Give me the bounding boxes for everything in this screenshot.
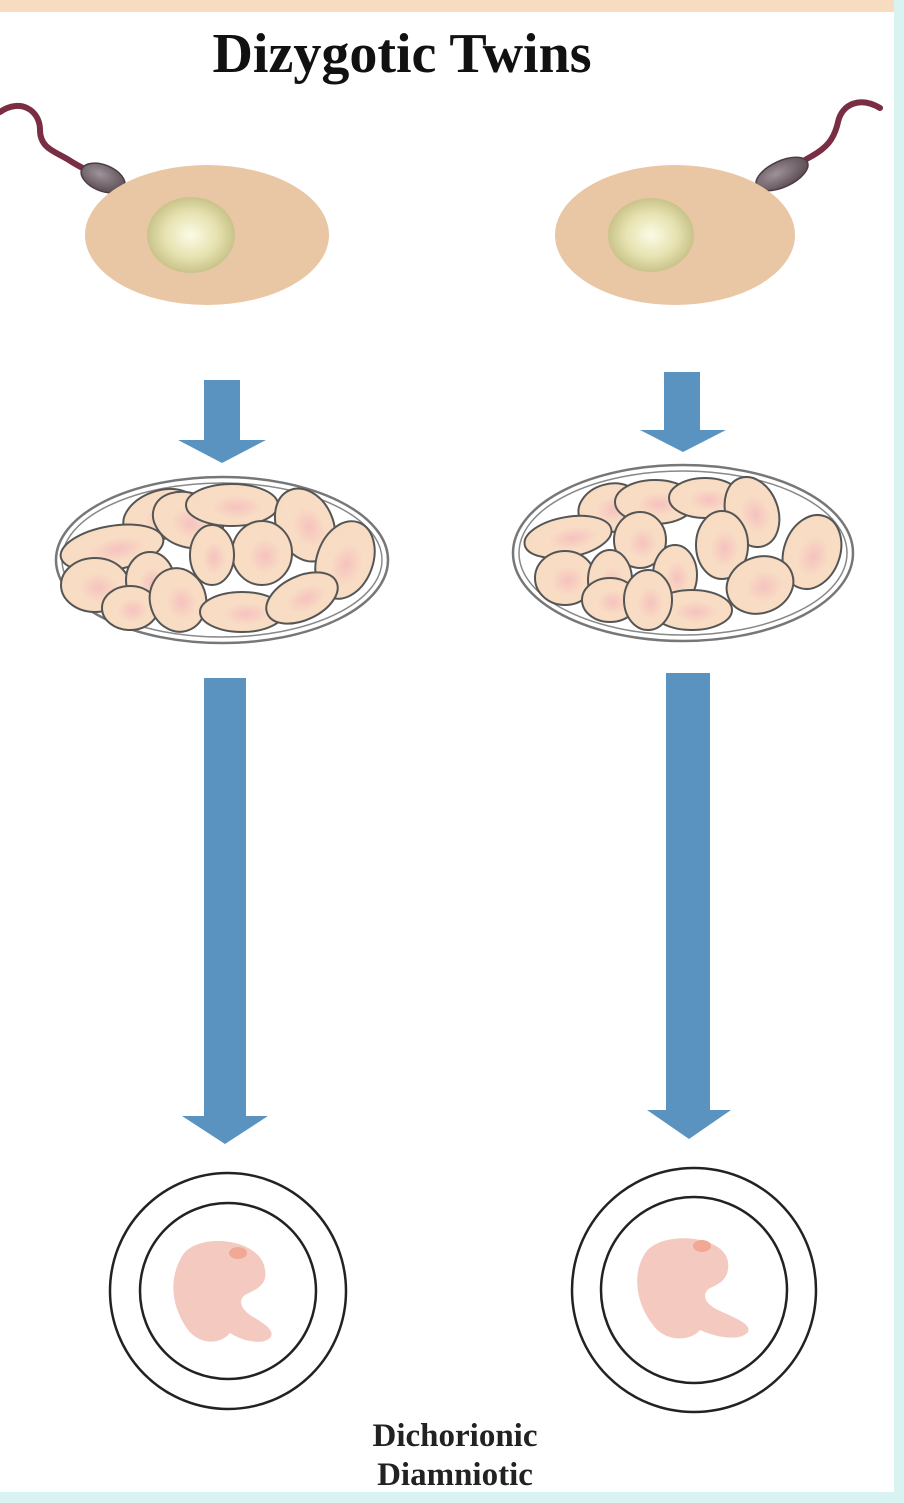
cell-cluster-icon <box>54 475 390 645</box>
arrow-down-icon <box>182 678 268 1144</box>
left-twin-column <box>0 103 390 1411</box>
sperm-icon <box>755 99 883 192</box>
egg-cell-icon <box>85 165 329 305</box>
embryo-icon <box>570 1166 818 1414</box>
right-twin-column <box>511 99 883 1414</box>
sperm-icon <box>0 103 126 194</box>
frame-top-border <box>0 0 904 12</box>
caption-line-1: Dichorionic <box>373 1418 538 1454</box>
cell-cluster-icon <box>511 463 855 643</box>
arrow-down-icon <box>640 372 726 452</box>
frame-right-border <box>894 0 904 1503</box>
egg-cell-icon <box>555 165 795 305</box>
embryo-icon <box>108 1171 348 1411</box>
arrow-down-icon <box>647 673 731 1139</box>
caption-line-2: Diamniotic <box>377 1457 533 1493</box>
frame-bottom-border <box>0 1492 904 1503</box>
arrow-down-icon <box>178 380 266 463</box>
diagram-title: Dizygotic Twins <box>212 23 591 85</box>
